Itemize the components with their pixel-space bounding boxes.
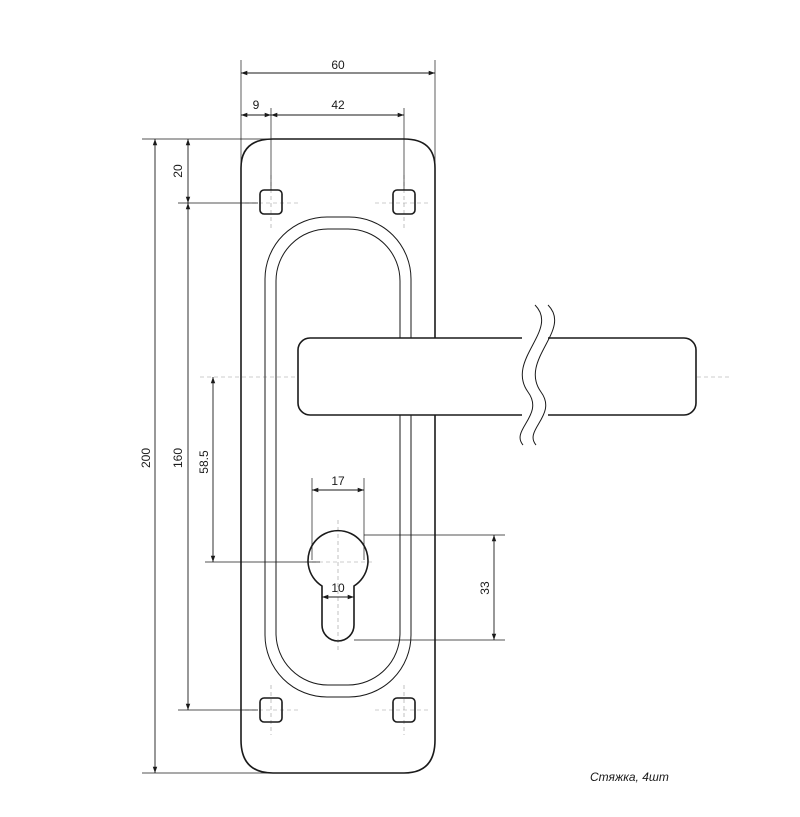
cylinder-cutout <box>307 529 369 642</box>
mounting-hole-bottom-right <box>392 697 416 723</box>
dim-top-offset: 20 <box>171 164 185 178</box>
extension-lines <box>142 60 505 774</box>
handle-break-symbol <box>519 304 556 446</box>
dim-cylinder-width: 17 <box>331 474 345 488</box>
lever-handle <box>297 337 697 416</box>
dim-height-total: 200 <box>139 448 153 468</box>
backplate-inner-panel-outer <box>264 216 412 698</box>
dim-width-total: 60 <box>331 58 345 72</box>
note-label: Стяжка, 4шт <box>590 770 669 784</box>
dim-hole-spacing-vertical: 160 <box>171 448 185 468</box>
dim-cylinder-height: 33 <box>478 581 492 595</box>
backplate-inner-panel-inner <box>275 228 401 686</box>
mounting-holes <box>259 189 416 723</box>
dim-hole-spacing-horizontal: 42 <box>331 98 345 112</box>
dim-handle-to-lock: 58.5 <box>197 450 211 474</box>
dimension-lines <box>152 70 497 773</box>
dim-slot-width: 10 <box>331 581 345 595</box>
dimension-labels: 60 9 42 200 20 160 58.5 17 10 33 <box>139 58 492 595</box>
backplate-outline <box>240 138 436 774</box>
dim-offset-hole: 9 <box>253 98 260 112</box>
mounting-hole-bottom-left <box>259 697 283 723</box>
